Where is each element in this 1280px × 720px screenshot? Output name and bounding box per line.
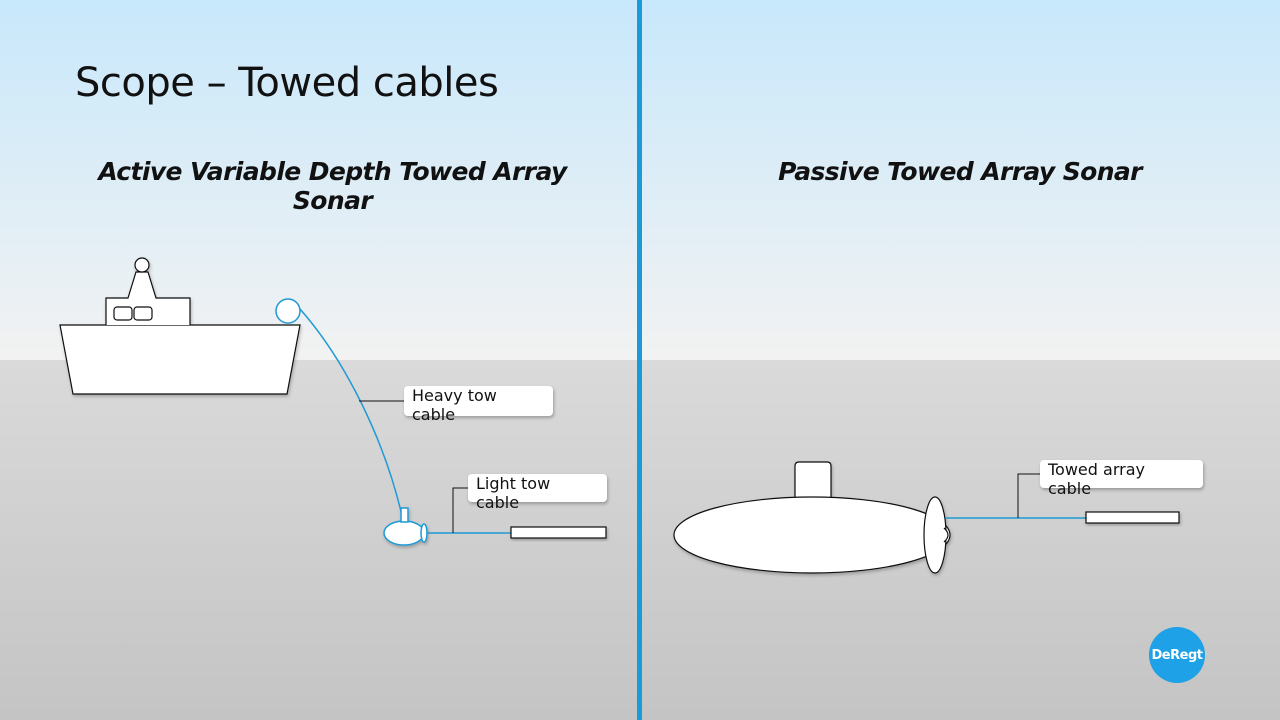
ship-window-left — [113, 306, 133, 321]
towed-body-hull — [383, 520, 425, 546]
active-towed-array — [510, 526, 607, 539]
light-tow-cable-callout: Light tow cable — [468, 474, 607, 512]
surface-ship — [59, 257, 301, 395]
light-tow-label-line2: cable — [476, 493, 520, 512]
towed-array-label-line2: cable — [1048, 479, 1092, 498]
towed-array-cable-callout: Towed array cable — [1040, 460, 1203, 498]
ship-hull — [59, 324, 301, 395]
heavy-tow-label-line2: cable — [412, 405, 456, 424]
heavy-tow-label-line1: Heavy tow — [412, 386, 497, 405]
passive-sonar-heading: Passive Towed Array Sonar — [778, 157, 1142, 186]
towed-body-tail — [420, 523, 428, 543]
heavy-tow-cable-callout: Heavy tow cable — [404, 386, 553, 424]
active-sonar-heading: Active Variable Depth Towed Array Sonar — [98, 157, 567, 215]
light-tow-leader-line — [452, 487, 468, 533]
towed-body — [383, 507, 428, 546]
towed-array-label-line1: Towed array — [1048, 460, 1145, 479]
deregt-logo: DeRegt — [1149, 627, 1205, 683]
towed-array-leader-line — [1017, 473, 1040, 518]
submarine-propeller — [943, 527, 949, 543]
towed-body-fin — [400, 507, 409, 523]
submarine-tail-fin — [923, 496, 947, 574]
ship-window-right — [133, 306, 153, 321]
winch-drum — [275, 298, 301, 324]
passive-towed-array — [1085, 511, 1180, 524]
submarine — [673, 461, 951, 574]
light-tow-label-line1: Light tow — [476, 474, 551, 493]
heavy-tow-cable — [299, 308, 404, 521]
center-divider — [637, 0, 642, 720]
ship-radar-dome — [134, 257, 150, 273]
submarine-hull — [673, 496, 951, 574]
submarine-sail — [794, 461, 832, 501]
slide-title: Scope – Towed cables — [75, 60, 499, 106]
logo-text: DeRegt — [1151, 647, 1203, 663]
